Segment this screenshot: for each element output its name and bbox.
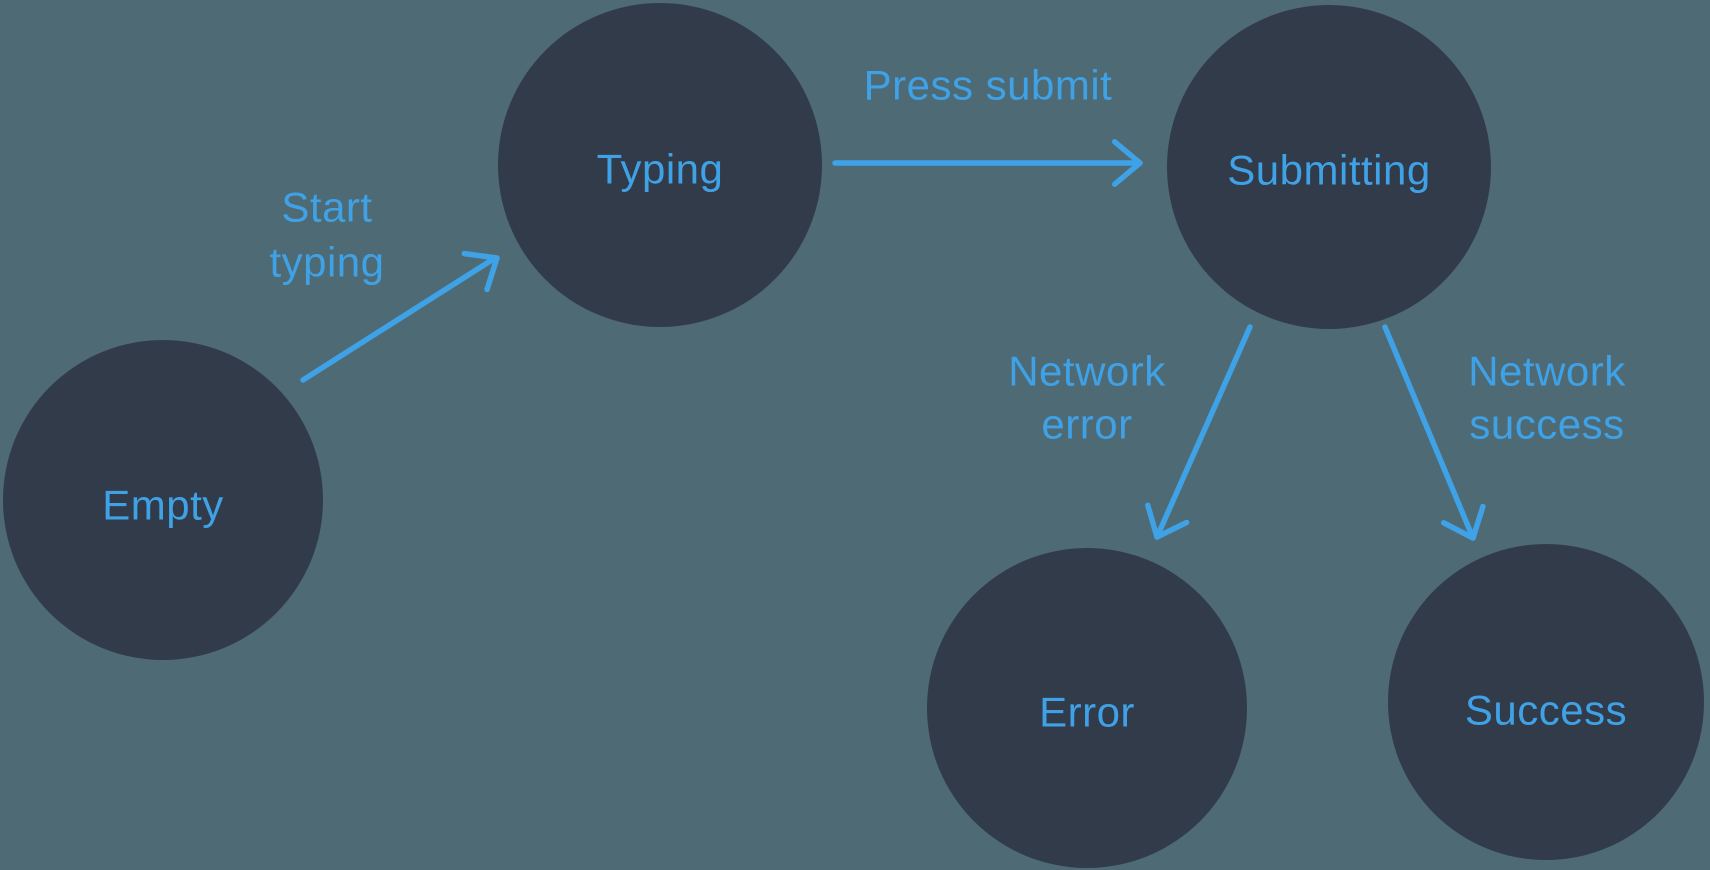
node-empty-circle	[3, 340, 323, 660]
node-typing-circle	[498, 3, 822, 327]
node-success: Success	[1388, 544, 1704, 860]
edge-network-success: Network success	[1382, 324, 1626, 541]
edge-start-typing-shaft	[300, 255, 498, 383]
edge-press-submit-label: Press submit	[864, 62, 1113, 109]
edge-press-submit: Press submit	[832, 62, 1143, 187]
edge-start-typing-arrowhead-icon	[461, 250, 500, 293]
node-success-circle	[1388, 544, 1704, 860]
node-empty: Empty	[3, 340, 323, 660]
edge-network-error-arrowhead-icon	[1145, 502, 1190, 540]
edge-network-error: Network error	[1008, 324, 1253, 540]
node-submitting-circle	[1167, 5, 1491, 329]
node-success-label: Success	[1465, 687, 1627, 734]
edge-network-success-shaft	[1382, 324, 1476, 541]
edge-network-error-label-line1: Network	[1008, 348, 1166, 395]
node-empty-label: Empty	[102, 482, 224, 529]
edge-start-typing: Start typing	[269, 184, 500, 383]
node-error-circle	[927, 548, 1247, 868]
node-error-label: Error	[1039, 689, 1135, 736]
edge-network-success-label-line2: success	[1469, 401, 1624, 448]
node-submitting: Submitting	[1167, 5, 1491, 329]
node-error: Error	[927, 548, 1247, 868]
edge-network-success-label-line1: Network	[1468, 348, 1626, 395]
edge-start-typing-label-line1: Start	[281, 184, 372, 231]
node-submitting-label: Submitting	[1227, 147, 1430, 194]
edge-network-error-label-line2: error	[1041, 401, 1132, 448]
node-typing-label: Typing	[597, 146, 724, 193]
edge-start-typing-label-line2: typing	[269, 239, 384, 286]
edge-network-success-arrowhead-icon	[1440, 503, 1486, 541]
edge-network-error-shaft	[1154, 324, 1253, 540]
edge-press-submit-arrowhead-icon	[1111, 139, 1143, 187]
node-typing: Typing	[498, 3, 822, 327]
